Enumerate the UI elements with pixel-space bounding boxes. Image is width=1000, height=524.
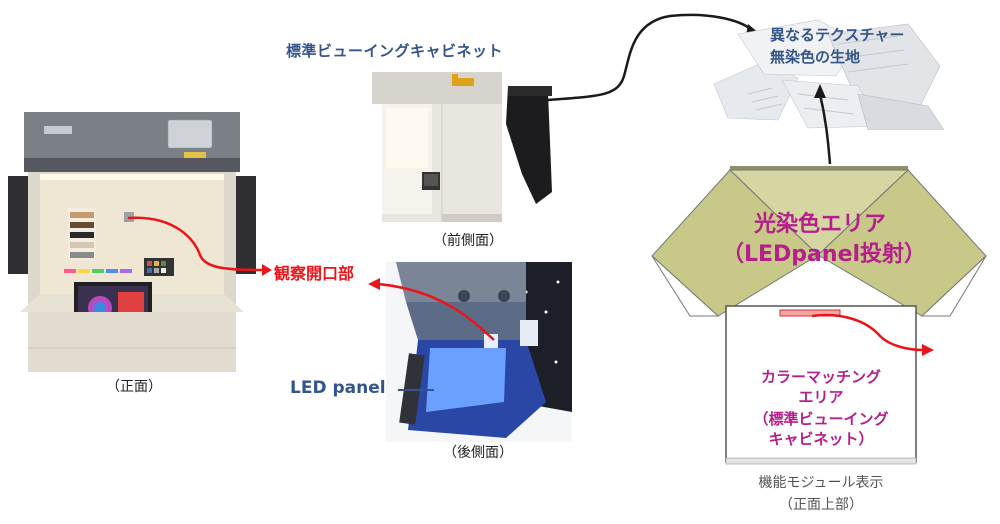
front-cabinet-photo — [8, 112, 256, 372]
light-dyeing-subtitle: （LEDpanel投射） — [722, 242, 927, 267]
caption-rear-side: （後側面） — [443, 445, 513, 461]
light-dyeing-title: 光染色エリア — [753, 212, 886, 237]
label-led-panel: LED panel — [290, 378, 386, 398]
caption-module-line2: （正面上部） — [779, 497, 863, 513]
color-matching-line2: エリア — [798, 388, 844, 406]
texture-fabrics-image — [713, 19, 945, 130]
front-side-cabinet-photo — [372, 72, 552, 222]
caption-front-side: （前側面） — [433, 233, 503, 249]
label-observation-opening: 観察開口部 — [274, 264, 355, 283]
color-matching-line1: カラーマッチング — [760, 368, 881, 386]
color-matching-line4: キャビネット） — [768, 430, 874, 448]
caption-front: （正面） — [106, 379, 162, 395]
color-matching-line3: （標準ビューイング — [753, 410, 889, 428]
texture-title-line1: 異なるテクスチャー — [770, 26, 905, 44]
caption-module-line1: 機能モジュール表示 — [758, 475, 884, 491]
texture-title-line2: 無染色の生地 — [770, 48, 861, 66]
title-standard-cabinet: 標準ビューイングキャビネット — [286, 42, 504, 60]
